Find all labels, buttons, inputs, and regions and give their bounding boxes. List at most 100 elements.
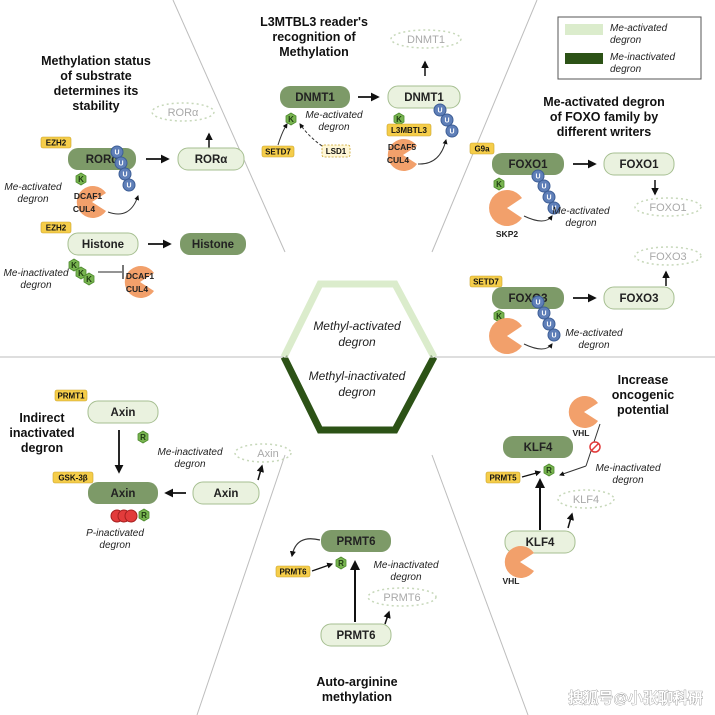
watermark-text: 搜狐号@小张聊科研 [568,689,703,707]
dnmt1-activated-2: degron [318,122,350,133]
vhl-top-label: VHL [573,428,590,438]
svg-text:U: U [126,183,131,190]
foxo3-ligase [489,318,522,354]
g9a-writer-tag: G9a [474,145,490,154]
svg-text:K: K [396,115,402,124]
foxo1-degraded-cloud: FOXO1 [634,197,702,217]
panel2-title-1: L3MTBL3 reader's [260,15,368,29]
panel1-title-3: determines its [54,84,139,98]
panel4-title-3: degron [21,441,63,455]
axin-top-label: Axin [111,407,136,419]
ror-activated-1: Me-activated [4,182,62,193]
svg-text:U: U [551,206,556,213]
axin-bottom-label: Axin [111,488,136,500]
prmt6-bottom-box [320,623,392,647]
svg-text:U: U [541,184,546,191]
panel2-title-3: Methylation [279,45,348,59]
foxo1-free-box [603,152,675,176]
foxo3-activated-2: degron [578,340,610,351]
panel5-title-2: methylation [322,690,392,704]
svg-text:K: K [496,180,502,189]
axin-degraded-label: Axin [257,448,278,460]
ror-degraded-label: RORα [168,107,199,119]
lsd1-eraser-tag: LSD1 [326,147,347,156]
histone-cul4: CUL4 [126,284,148,294]
legend-inactivated-swatch [565,53,603,64]
foxo3-ubiquitin-chain: U U U U [531,295,561,342]
panel3-title-2: of FOXO family by [550,110,658,124]
center-inactivated-label-2: degron [338,385,376,399]
axin-p-inactivated-1: P-inactivated [86,528,144,539]
dnmt1-lysine-mark [285,112,297,126]
dcaf5-label: DCAF5 [388,142,417,152]
svg-text:U: U [546,195,551,202]
panel6-title-3: potential [617,403,669,417]
legend-activated-2: degron [610,35,642,46]
panel-auto-arginine: Auto-arginine methylation PRMT6 R PRMT6 … [275,530,439,704]
svg-text:K: K [78,175,84,184]
legend-activated-swatch [565,24,603,35]
klf4-inactivated-1: Me-inactivated [595,463,660,474]
svg-text:R: R [546,466,552,475]
panel6-title-1: Increase [618,373,669,387]
blocked-icon [589,441,601,453]
axin-arginine-mark [137,430,149,444]
vhl-bottom-ligase [504,546,534,578]
ror-free-label: RORα [195,154,228,166]
panel4-title-2: inactivated [9,426,74,440]
svg-text:U: U [535,300,540,307]
foxo3-degraded-cloud: FOXO3 [634,246,702,266]
foxo1-label: FOXO1 [509,159,549,171]
prmt6-degraded-cloud: PRMT6 [367,587,437,607]
ror-ubiquitin-chain: U U U U [110,145,136,192]
svg-text:U: U [118,161,123,168]
panel4-title-1: Indirect [19,411,65,425]
histone-writer-tag: EZH2 [46,224,67,233]
axin-bottom-box [88,482,158,504]
legend-activated-1: Me-activated [610,23,668,34]
foxo3-free-label: FOXO3 [620,293,659,305]
svg-text:K: K [288,115,294,124]
legend-inactivated-2: degron [610,64,642,75]
histone-label: Histone [82,239,124,251]
axin-phospho-marks [110,509,138,523]
panel3-title-1: Me-activated degron [543,95,665,109]
svg-text:R: R [140,433,146,442]
ror-e3-ligase [76,185,106,218]
panel2-title-2: recognition of [272,30,356,44]
klf4-top-label: KLF4 [524,442,553,454]
panel1-title-4: stability [72,99,119,113]
histone-stable-label: Histone [192,239,234,251]
panel-l3mbtl3-reader: L3MTBL3 reader's recognition of Methylat… [260,15,462,171]
prmt6-bottom-label: PRMT6 [337,630,376,642]
foxo1-activated-2: degron [565,218,597,229]
svg-text:U: U [122,172,127,179]
dnmt1-e3-ligase [387,139,417,171]
dnmt1-activated-1: Me-activated [305,110,363,121]
panel-indirect-inactivated: Indirect inactivated degron PRMT1 Axin R… [9,389,292,551]
panel-substrate-stability: Methylation status of substrate determin… [3,54,246,298]
axin-right-box [192,481,260,505]
svg-text:U: U [546,322,551,329]
axin-inactivated-1: Me-inactivated [157,447,222,458]
klf4-degraded-label: KLF4 [573,494,599,506]
klf4-bottom-label: KLF4 [526,537,555,549]
prmt6-writer-tag: PRMT6 [279,568,307,577]
dnmt1-degraded-label: DNMT1 [407,34,445,46]
svg-text:U: U [114,150,119,157]
dnmt1-degraded-cloud: DNMT1 [390,29,462,49]
foxo3-free-box [603,286,675,310]
axin-p-inactivated-2: degron [99,540,131,551]
prmt6-top-label: PRMT6 [337,536,376,548]
ror-lysine-mark [75,172,87,186]
histone-box [67,232,139,256]
foxo1-box [492,153,564,175]
axin-right-label: Axin [214,488,239,500]
panel1-title-2: of substrate [60,69,132,83]
foxo1-degraded-label: FOXO1 [649,202,686,214]
svg-text:R: R [141,511,147,520]
klf4-degraded-cloud: KLF4 [557,489,615,509]
dnmt1-bound-box [387,85,461,109]
